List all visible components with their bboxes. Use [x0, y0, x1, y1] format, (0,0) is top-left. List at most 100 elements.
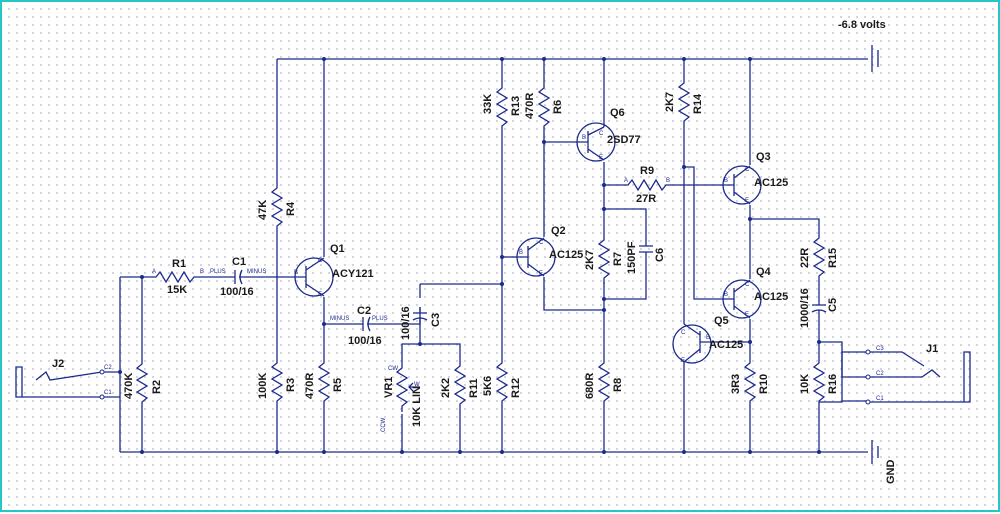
transistor-q2 — [516, 237, 556, 277]
resistor-r12 — [496, 356, 508, 408]
pin-label: B — [706, 335, 710, 341]
pin-label: MINUS — [330, 316, 349, 322]
r6-value: 470R — [524, 93, 536, 119]
pin-label: PLUS — [372, 316, 388, 322]
pin-label: C — [745, 282, 750, 288]
pin-label: PLUS — [210, 269, 226, 275]
resistor-r3 — [271, 356, 283, 408]
pin-label: B — [519, 250, 523, 256]
pin-label: E — [318, 292, 322, 298]
capacitor-c5 — [811, 299, 827, 317]
capacitor-c2 — [357, 316, 375, 332]
r5-value: 470R — [304, 373, 316, 399]
r14-value: 2K7 — [664, 92, 676, 112]
q6-ref: Q6 — [610, 107, 625, 119]
r11-ref: R11 — [468, 378, 480, 398]
resistor-r1 — [149, 271, 201, 283]
q3-ref: Q3 — [756, 151, 771, 163]
pin-label: W — [414, 382, 420, 388]
r7-ref: R7 — [612, 252, 624, 266]
pin-label: MINUS — [247, 269, 266, 275]
jack-j2 — [15, 366, 105, 400]
pin-label: B — [724, 178, 728, 184]
r16-ref: R16 — [827, 374, 839, 394]
pin-label: E — [745, 312, 749, 318]
q4-value: AC125 — [754, 291, 788, 303]
transistor-q6 — [576, 122, 616, 162]
resistor-r8 — [598, 356, 610, 408]
resistor-r16 — [813, 356, 825, 408]
pin-label: A — [624, 178, 628, 184]
junction-dots — [118, 57, 821, 454]
pin-label: B — [582, 135, 586, 141]
transistor-q1 — [292, 257, 334, 297]
vr1-value: 10K LIN — [411, 386, 423, 427]
q4-ref: Q4 — [756, 266, 772, 278]
pin-label: B — [200, 269, 204, 275]
pin-label: CW — [388, 366, 398, 372]
r9-value: 27R — [636, 193, 656, 205]
q3-value: AC125 — [754, 177, 788, 189]
pin-label: C2 — [876, 371, 884, 377]
r6-ref: R6 — [552, 100, 564, 114]
pin-label: A — [152, 269, 156, 275]
resistor-r15 — [813, 231, 825, 283]
c6-value: 150PF — [626, 241, 638, 274]
r1-value: 15K — [167, 284, 187, 296]
q1-value: ACY121 — [332, 268, 374, 280]
r4-value: 47K — [257, 200, 269, 220]
capacitor-c1 — [228, 269, 246, 285]
r7-value: 2K7 — [584, 250, 596, 270]
resistor-r4 — [271, 181, 283, 233]
transistor-q3 — [722, 165, 762, 205]
r1-ref: R1 — [172, 258, 186, 270]
pin-label: E — [599, 155, 603, 161]
q2-ref: Q2 — [551, 225, 566, 237]
capacitor-c3 — [412, 307, 428, 332]
r14-ref: R14 — [692, 93, 704, 114]
c6-ref: C6 — [654, 248, 666, 262]
resistor-r6 — [538, 81, 550, 133]
pin-label: E — [539, 271, 543, 277]
wires — [102, 45, 879, 464]
resistor-r13 — [496, 81, 508, 133]
resistor-r5 — [318, 356, 330, 408]
pin-label: C1 — [104, 390, 112, 396]
c3-value: 100/16 — [400, 306, 412, 340]
pin-label: C3 — [876, 346, 884, 352]
c3-ref: C3 — [430, 313, 442, 327]
vr1-ref: VR1 — [383, 377, 395, 398]
pin-label: C2 — [104, 365, 112, 371]
r13-ref: R13 — [510, 96, 522, 116]
resistor-r2 — [136, 357, 148, 409]
pin-label: C — [681, 330, 686, 336]
capacitor-c6 — [639, 240, 653, 258]
r12-ref: R12 — [510, 378, 522, 398]
transistor-q5 — [672, 323, 712, 364]
supply-label: -6.8 volts — [838, 19, 886, 31]
r11-value: 2K2 — [440, 378, 452, 398]
r12-value: 5K6 — [482, 376, 494, 396]
pin-label: B — [294, 270, 298, 276]
potentiometer-vr1 — [396, 361, 420, 413]
q1-ref: Q1 — [330, 243, 345, 255]
pin-label: E — [745, 198, 749, 204]
r15-value: 22R — [799, 248, 811, 268]
pin-label: C — [599, 131, 604, 137]
r8-ref: R8 — [612, 378, 624, 392]
q5-ref: Q5 — [714, 315, 729, 327]
j2-ref: J2 — [52, 358, 64, 370]
resistor-r9 — [621, 179, 673, 191]
c2-ref: C2 — [357, 305, 371, 317]
pin-label: B — [666, 178, 670, 184]
r5-ref: R5 — [332, 378, 344, 392]
pin-label: C1 — [876, 396, 884, 402]
j1-ref: J1 — [926, 343, 938, 355]
r10-value: 3R3 — [730, 374, 742, 394]
r9-ref: R9 — [640, 165, 654, 177]
jack-j1 — [865, 349, 971, 405]
q6-value: 2SD77 — [607, 134, 641, 146]
q2-value: AC125 — [549, 249, 583, 261]
c1-ref: C1 — [232, 256, 246, 268]
